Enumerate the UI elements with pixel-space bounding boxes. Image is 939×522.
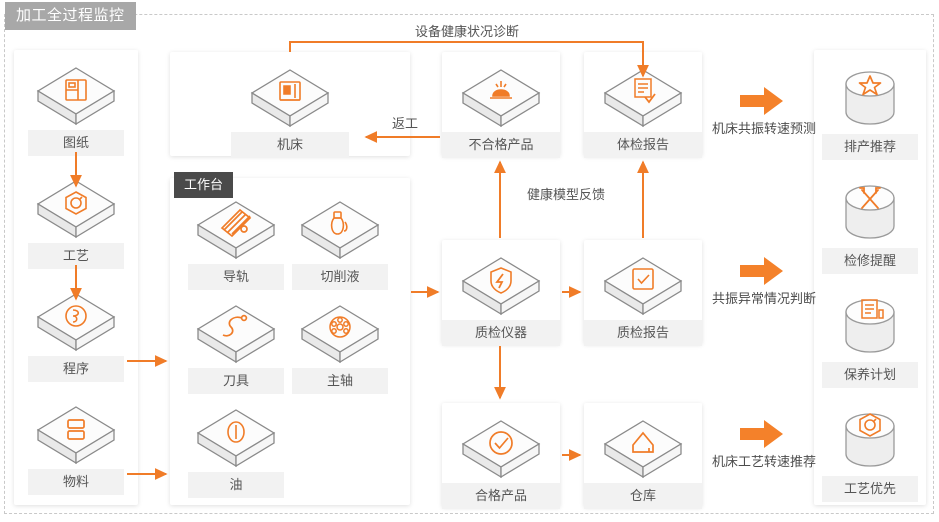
node-label: 检修提醒 (822, 248, 918, 274)
node-label: 程序 (28, 356, 124, 382)
node-warehouse[interactable]: 仓库 (584, 415, 702, 509)
node-label: 切削液 (292, 264, 388, 290)
node-spindle[interactable]: 主轴 (292, 300, 388, 394)
flow-arrow-1 (740, 86, 784, 116)
star-icon (822, 68, 918, 130)
flow-label-2: 共振异常情况判断 (712, 291, 817, 306)
node-label: 质检仪器 (442, 320, 560, 346)
node-label: 质检报告 (584, 320, 702, 346)
node-material[interactable]: 物料 (28, 401, 124, 495)
flow-arrow-3 (740, 419, 784, 449)
inspection-report-icon (595, 252, 691, 318)
node-inspection-report[interactable]: 质检报告 (584, 252, 702, 346)
node-label: 排产推荐 (822, 134, 918, 160)
node-label: 保养计划 (822, 362, 918, 388)
node-guide-rail[interactable]: 导轨 (188, 196, 284, 290)
node-defective-product[interactable]: 不合格产品 (442, 64, 560, 158)
qualified-product-icon (453, 415, 549, 481)
guide-rail-icon (188, 196, 284, 262)
node-maintenance-plan[interactable]: 保养计划 (822, 296, 918, 388)
diagram-outer-frame (4, 14, 934, 514)
node-process-priority[interactable]: 工艺优先 (822, 410, 918, 502)
cutter-icon (188, 300, 284, 366)
warehouse-icon (595, 415, 691, 481)
machine-tool-icon (242, 64, 338, 130)
node-label: 仓库 (584, 483, 702, 509)
node-health-report[interactable]: 体检报告 (584, 64, 702, 158)
oil-icon (188, 404, 284, 470)
node-label: 合格产品 (442, 483, 560, 509)
drawing-icon (28, 62, 124, 128)
node-scheduling-recommendation[interactable]: 排产推荐 (822, 68, 918, 160)
cutting-fluid-icon (292, 196, 388, 262)
node-cutter[interactable]: 刀具 (188, 300, 284, 394)
node-label: 体检报告 (584, 132, 702, 158)
node-label: 机床 (231, 132, 349, 158)
flow-label-3: 机床工艺转速推荐 (712, 454, 817, 469)
node-inspection-instrument[interactable]: 质检仪器 (442, 252, 560, 346)
node-qualified-product[interactable]: 合格产品 (442, 415, 560, 509)
inspection-instrument-icon (453, 252, 549, 318)
spindle-icon (292, 300, 388, 366)
health-report-icon (595, 64, 691, 130)
flow-arrow-2 (740, 256, 784, 286)
program-icon (28, 288, 124, 354)
edge-label-rework: 返工 (392, 116, 419, 131)
page-title: 加工全过程监控 (5, 2, 136, 30)
node-label: 工艺 (28, 243, 124, 269)
plan-document-icon (822, 296, 918, 358)
node-process[interactable]: 工艺 (28, 175, 124, 269)
workbench-label: 工作台 (174, 172, 234, 198)
node-label: 物料 (28, 469, 124, 495)
flow-label-1: 机床共振转速预测 (712, 121, 817, 136)
node-cutting-fluid[interactable]: 切削液 (292, 196, 388, 290)
node-label: 主轴 (292, 368, 388, 394)
material-icon (28, 401, 124, 467)
tools-icon (822, 182, 918, 244)
node-drawing[interactable]: 图纸 (28, 62, 124, 156)
node-maintenance-reminder[interactable]: 检修提醒 (822, 182, 918, 274)
edge-label-diagnosis: 设备健康状况诊断 (415, 24, 520, 39)
node-label: 油 (188, 472, 284, 498)
node-oil[interactable]: 油 (188, 404, 284, 498)
node-label: 不合格产品 (442, 132, 560, 158)
node-label: 刀具 (188, 368, 284, 394)
node-machine-tool[interactable]: 机床 (231, 64, 349, 158)
node-label: 导轨 (188, 264, 284, 290)
node-program[interactable]: 程序 (28, 288, 124, 382)
node-label: 图纸 (28, 130, 124, 156)
edge-label-health-feedback: 健康模型反馈 (527, 187, 606, 202)
process-priority-icon (822, 410, 918, 472)
process-icon (28, 175, 124, 241)
node-label: 工艺优先 (822, 476, 918, 502)
defective-product-icon (453, 64, 549, 130)
